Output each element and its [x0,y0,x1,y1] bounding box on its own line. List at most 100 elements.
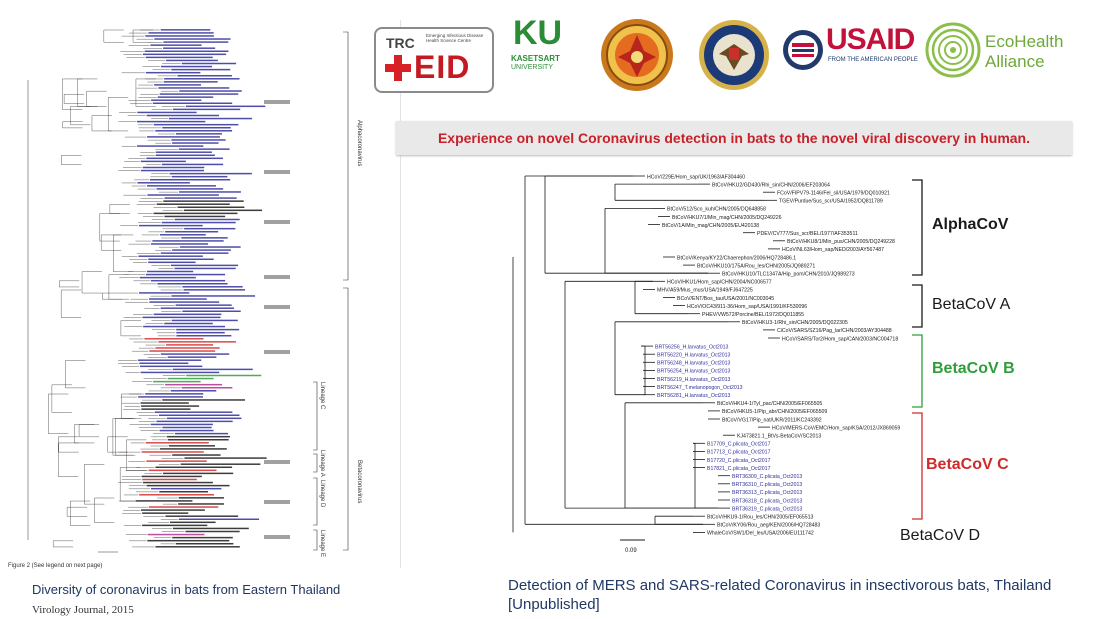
tree-leaf-label [160,65,213,68]
tree-leaf-label [148,298,207,300]
tree-leaf-label: BCoV/ENT/Bos_tau/USA/2001/NC003045 [677,296,774,302]
tree-leaf-label [163,81,218,83]
tree-leaf-label [156,188,224,190]
tree-leaf-label [152,102,233,105]
tree-leaf-label [138,292,190,294]
tree-leaf-label [149,350,216,352]
tree-leaf-label [159,490,209,493]
tree-leaf-label [146,273,226,276]
right-caption-line1: Detection of MERS and SARS-related Coron… [508,577,1052,594]
tree-leaf-label [154,38,231,40]
tree-leaf-label [158,87,230,89]
usaid-logo: USAID FROM THE AMERICAN PEOPLE [826,23,920,73]
tree-leaf-label [146,484,230,487]
tree-leaf-label [171,319,238,322]
tree-leaf-label [155,154,215,157]
tree-leaf-label [166,344,214,346]
tree-leaf-label [167,377,214,380]
tree-leaf-label [160,252,229,254]
lineage-bracket [313,453,318,473]
tree-leaf-label [142,53,227,56]
tree-leaf-label [172,368,253,371]
clade-note [264,500,290,504]
tree-leaf-label [177,206,245,209]
tree-leaf-label [142,166,205,169]
tree-leaf-label [155,130,233,132]
tree-leaf-label: HCoV/MERS-CoV/EMC/Hom_sap/KSA/2012/JX869… [772,425,900,431]
tree-leaf-label [171,139,226,141]
alliance-logo-text: Alliance [985,52,1045,71]
tree-leaf-label [145,71,201,74]
red-cross-icon [385,55,411,81]
tree-leaf-label [145,35,214,37]
family-bracket [343,287,349,551]
tree-leaf-label [145,56,213,59]
tree-leaf-label [137,182,190,184]
tree-leaf-label: BtCoV/HKU5-1/Pip_abr/CHN/2005/EF065509 [722,409,827,415]
tree-leaf-label: B17720_C.plicata_Oct2017 [707,458,771,464]
tree-leaf-label [153,123,239,126]
tree-leaf-label: WhaleCoV/SW1/Del_leu/USA/2006/EU111742 [707,531,814,537]
left-clade-brackets [264,31,349,551]
tree-leaf-label [172,454,221,456]
lineage-bracket [313,477,318,526]
tree-leaf-label [141,408,191,410]
tree-leaf-label [176,328,240,331]
tree-leaf-label: BRT56256_H.larvatus_Oct2013 [655,344,729,350]
tree-leaf-label [167,356,217,358]
tree-leaf-label: BtCoV/HKU7/1/Min_mag/CHN/2005/DQ249226 [672,215,782,221]
tree-leaf-label [140,405,200,407]
tree-leaf-label: BRT36318_C.plicata_Oct2013 [732,498,802,504]
tree-leaf-label [178,148,230,150]
tree-leaf-label [175,304,232,306]
tree-leaf-label [162,126,231,129]
tree-leaf-label [143,325,226,328]
tree-leaf-label [170,521,216,524]
tree-leaf-label [156,203,230,205]
tree-leaf-label [136,145,204,147]
tree-leaf-label [169,172,252,175]
betacov-a-bracket [912,284,923,328]
tree-leaf-label [179,246,241,248]
tree-leaf-label [159,93,239,95]
betacov-c-bracket [912,412,923,520]
tree-leaf-label [148,32,214,34]
tree-leaf-label: BtCoV/512/Sco_kuh/CHN/2005/DQ648858 [667,207,766,213]
tree-leaf-label [159,429,214,432]
tree-leaf-label [144,338,204,340]
tree-leaf-label: B17709_C.plicata_Oct2017 [707,442,771,448]
tree-leaf-label: HCoV/OC43/911-36/Hom_sap/USA/1991/KF5300… [687,304,807,310]
tree-leaf-label [155,347,220,349]
tree-leaf-label: B17713_C.plicata_Oct2017 [707,450,771,456]
tree-leaf-label [139,276,196,279]
lineage-c-label: Lineage C [319,382,325,410]
lineage-bracket [313,381,318,451]
tree-leaf-label [160,307,235,309]
tree-leaf-label [176,334,232,337]
tree-leaf-label [146,114,220,117]
tree-leaf-label [140,402,189,404]
tree-leaf-label [153,380,201,383]
trc-logo-subtitle: Emerging Infectious Disease Health Scien… [426,33,484,43]
tree-leaf-label [147,136,220,138]
tree-leaf-label [148,258,214,261]
left-tree-branches [27,29,267,548]
tree-leaf-label [151,99,202,101]
tree-leaf-label [140,371,220,374]
betacov-a-label: BetaCoV A [932,296,1011,313]
tree-leaf-label [168,445,215,447]
tree-leaf-label [147,539,230,542]
tree-leaf-label [142,524,208,527]
department-of-defense-seal-icon [697,18,771,92]
tree-leaf-label: BRT56281_H.larvatus_Oct2013 [657,393,731,399]
tree-leaf-label [175,432,229,435]
tree-leaf-label [142,478,197,481]
tree-leaf-label [172,249,231,251]
tree-leaf-label [146,185,216,187]
tree-leaf-label: FCoV/FIPV79-1146/Fel_sil/USA/1979/DQ0109… [777,191,890,197]
right-tree-branches [512,175,785,533]
tree-leaf-label [176,331,225,334]
tree-leaf-label: BRT56247_T.melanopogon_Oct2013 [657,385,743,391]
tree-leaf-label [146,157,223,160]
